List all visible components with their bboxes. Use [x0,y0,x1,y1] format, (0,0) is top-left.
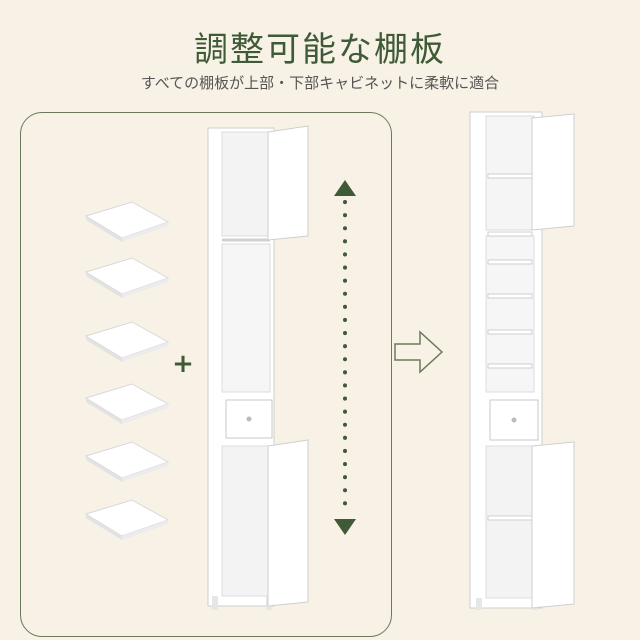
cabinet-after [469,111,575,610]
shelf-board [84,321,170,362]
shelf-board [84,441,170,482]
drawer-knob [511,417,517,423]
cabinet-door-bottom [267,439,309,607]
cabinet-before [207,125,309,610]
cabinet-door-top [531,113,575,231]
cabinet-door-bottom [531,441,575,609]
cabinet-door-top [267,125,309,241]
loose-shelves [84,201,170,540]
before-panel [20,112,392,637]
vertical-adjust-icon [334,180,356,535]
arrow-right-icon [394,330,444,374]
shelf-board [84,499,170,540]
plus-sign: + [172,349,194,379]
shelf-board [84,257,170,298]
drawer [489,399,539,441]
shelf-board [84,201,170,242]
page-title: 調整可能な棚板 [194,30,446,70]
page-subtitle: すべての棚板が上部・下部キャビネットに柔軟に適合 [140,74,500,92]
shelf-board [84,383,170,424]
drawer-knob [246,416,252,422]
